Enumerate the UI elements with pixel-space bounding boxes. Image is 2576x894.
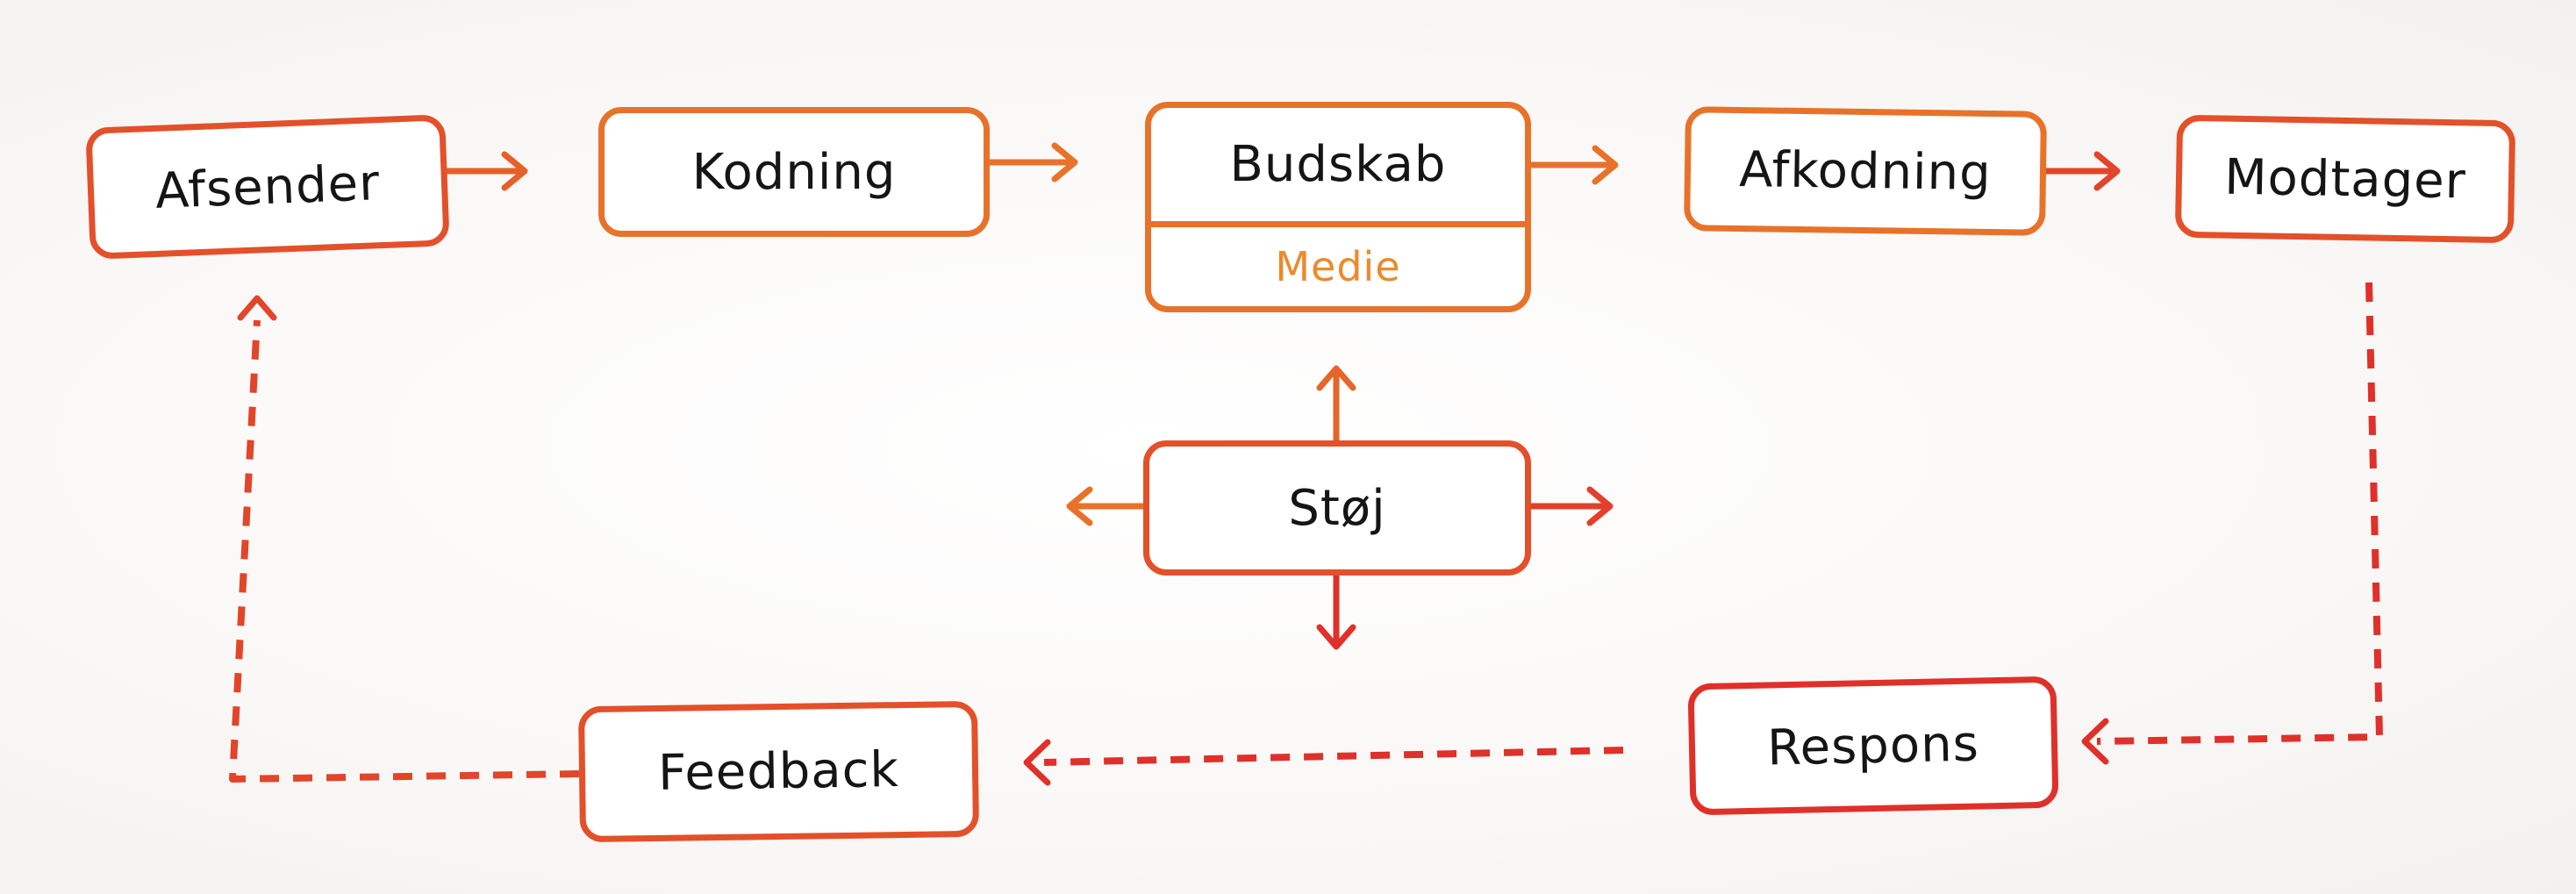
node-receiver: Modtager — [2174, 114, 2516, 244]
node-message: Budskab Medie — [1145, 102, 1531, 312]
arrowhead-response — [2081, 718, 2109, 765]
arrow-noise-right — [1528, 486, 1614, 526]
dashed-feedback-to-sender — [229, 319, 580, 783]
node-sender-label: Afsender — [154, 154, 382, 220]
arrowhead-sender — [237, 295, 277, 321]
node-response: Respons — [1687, 676, 2059, 816]
arrowhead-feedback — [1023, 739, 1051, 786]
node-message-section: Budskab — [1151, 108, 1525, 227]
node-decoding: Afkodning — [1684, 106, 2047, 236]
node-feedback: Feedback — [577, 700, 980, 843]
node-response-label: Respons — [1766, 714, 1980, 777]
node-medium-section: Medie — [1151, 227, 1525, 306]
arrow-noise-down — [1316, 572, 1356, 650]
dashed-receiver-to-response — [2096, 282, 2383, 745]
arrow-noise-left — [1066, 486, 1147, 526]
dashed-response-to-feedback — [1043, 747, 1624, 766]
arrow-encoding-to-message — [986, 142, 1078, 182]
node-noise-label: Støj — [1288, 479, 1386, 537]
node-noise: Støj — [1143, 440, 1531, 576]
node-message-label: Budskab — [1229, 136, 1447, 193]
arrow-noise-up — [1316, 365, 1356, 444]
arrow-message-to-decoding — [1528, 145, 1619, 185]
node-decoding-label: Afkodning — [1738, 140, 1993, 202]
node-medium-label: Medie — [1275, 243, 1401, 290]
node-encoding: Kodning — [598, 107, 990, 237]
arrow-sender-to-encoding — [444, 151, 528, 191]
node-feedback-label: Feedback — [657, 741, 900, 802]
node-encoding-label: Kodning — [691, 143, 897, 201]
node-receiver-label: Modtager — [2223, 148, 2467, 210]
node-sender: Afsender — [85, 114, 450, 260]
arrow-decoding-to-receiver — [2043, 151, 2121, 191]
